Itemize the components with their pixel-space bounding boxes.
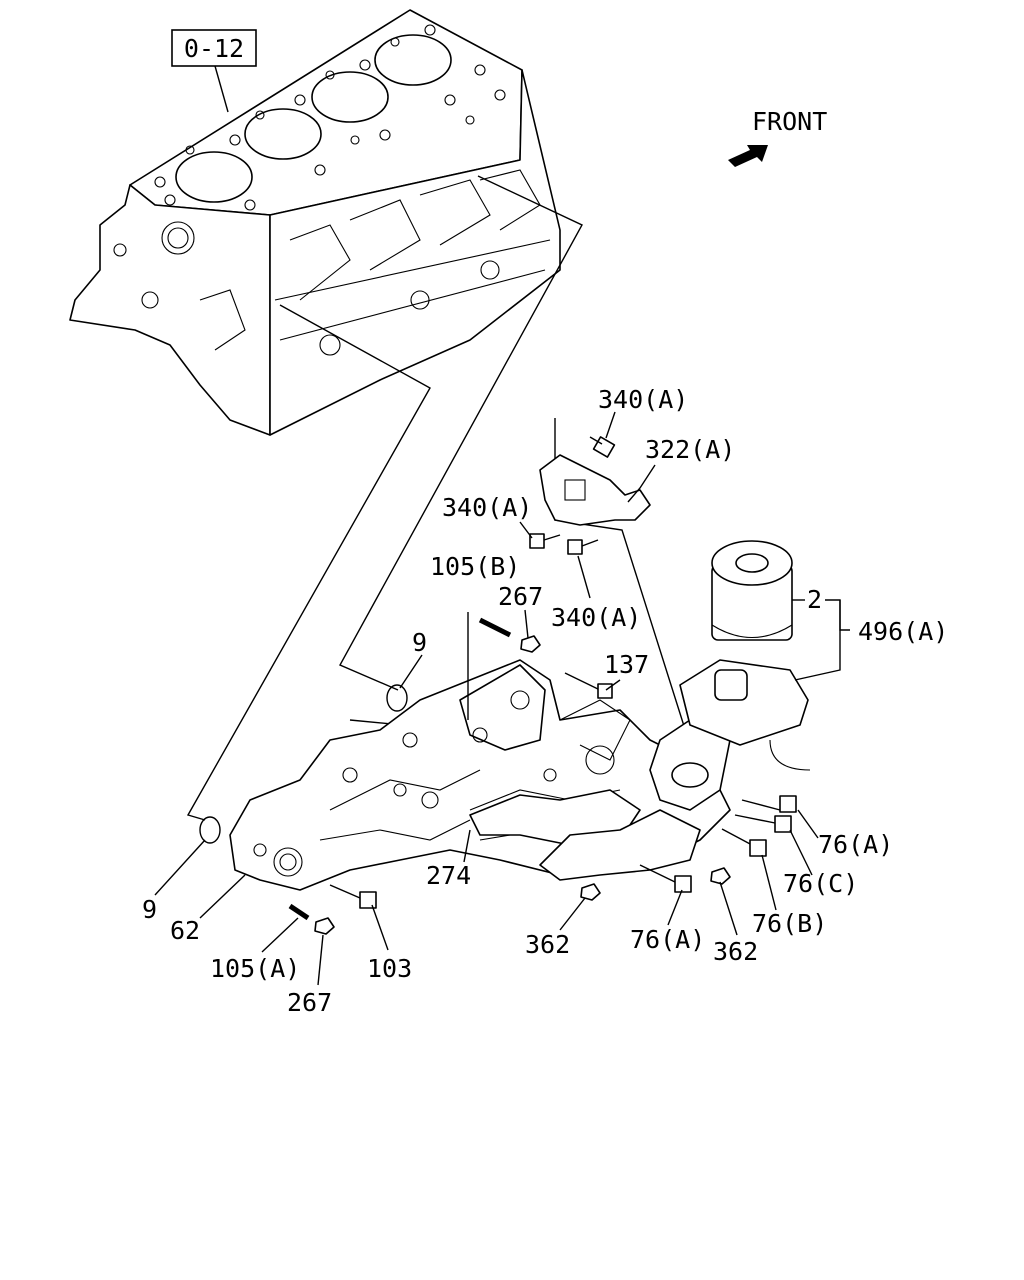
nut-362-left xyxy=(580,883,601,901)
callout-labels: 340(A) 322(A) 340(A) 340(A) 105(B) 267 9… xyxy=(142,385,948,1017)
cylinder-bore-4 xyxy=(374,34,452,86)
reference-box-label: 0-12 xyxy=(184,34,244,63)
cooler-pipe xyxy=(769,739,811,771)
callout-2: 2 xyxy=(807,585,822,614)
reference-box: 0-12 xyxy=(171,29,257,113)
filter-port xyxy=(671,762,709,788)
gasket-holes xyxy=(154,24,506,211)
callout-105b: 105(B) xyxy=(430,552,520,581)
cooler-center-post xyxy=(714,669,748,701)
callout-76a-bottom: 76(A) xyxy=(630,925,705,954)
callout-9-left: 9 xyxy=(142,895,157,924)
bolt-76a-right xyxy=(741,795,797,813)
callout-362-right: 362 xyxy=(713,937,758,966)
callout-103: 103 xyxy=(367,954,412,983)
stud-105b xyxy=(478,617,512,638)
bracket-plate xyxy=(539,454,651,526)
callout-76c: 76(C) xyxy=(783,869,858,898)
callout-267-bottom: 267 xyxy=(287,988,332,1017)
bracket-slot xyxy=(564,479,586,501)
cooler-element xyxy=(679,659,811,771)
callout-9-top: 9 xyxy=(412,628,427,657)
bolt-76a-bottom xyxy=(639,864,692,893)
callout-340a-top: 340(A) xyxy=(598,385,688,414)
callout-137: 137 xyxy=(604,650,649,679)
callout-267-top: 267 xyxy=(498,582,543,611)
stud-105a xyxy=(288,903,310,921)
bolt-103 xyxy=(329,884,377,909)
callout-362-left: 362 xyxy=(525,930,570,959)
callout-105a: 105(A) xyxy=(210,954,300,983)
bolt-76c xyxy=(734,814,792,833)
callout-274: 274 xyxy=(426,861,471,890)
fasteners xyxy=(199,436,797,935)
block-front-face xyxy=(69,184,271,436)
cooler-plate xyxy=(679,659,809,746)
callout-340a-left: 340(A) xyxy=(442,493,532,522)
filter-center xyxy=(735,553,769,573)
oil-cooler-assembly xyxy=(229,659,731,891)
oil-filter xyxy=(711,540,793,641)
callout-322a: 322(A) xyxy=(645,435,735,464)
nut-267-top xyxy=(520,635,541,653)
nut-362-right xyxy=(710,867,731,885)
engine-block xyxy=(69,9,561,436)
callout-62: 62 xyxy=(170,916,200,945)
bracket-322 xyxy=(539,454,651,526)
block-side-face xyxy=(269,69,561,436)
bolt-76b xyxy=(721,828,767,857)
callout-76a-right: 76(A) xyxy=(818,830,893,859)
leader-lines xyxy=(154,411,850,986)
block-ribs xyxy=(113,169,551,356)
oring-9-left xyxy=(199,816,221,844)
front-arrow-icon xyxy=(728,145,768,167)
bolt-340a-top xyxy=(589,436,616,458)
callout-340a-mid: 340(A) xyxy=(551,603,641,632)
front-label: FRONT xyxy=(752,107,827,136)
callout-496a: 496(A) xyxy=(858,617,948,646)
bolt-340a-mid xyxy=(567,539,599,555)
lower-bracket xyxy=(539,809,701,881)
filter-seal xyxy=(711,624,793,639)
cylinder-bore-2 xyxy=(244,108,322,160)
front-indicator: FRONT xyxy=(728,107,827,167)
cylinder-bore-1 xyxy=(175,151,253,203)
bolt-340a-left xyxy=(529,533,561,549)
callout-76b: 76(B) xyxy=(752,909,827,938)
cylinder-bore-3 xyxy=(311,71,389,123)
nut-267-bottom xyxy=(314,917,335,935)
housing-flange xyxy=(459,664,546,751)
oring-9-top xyxy=(386,684,408,712)
